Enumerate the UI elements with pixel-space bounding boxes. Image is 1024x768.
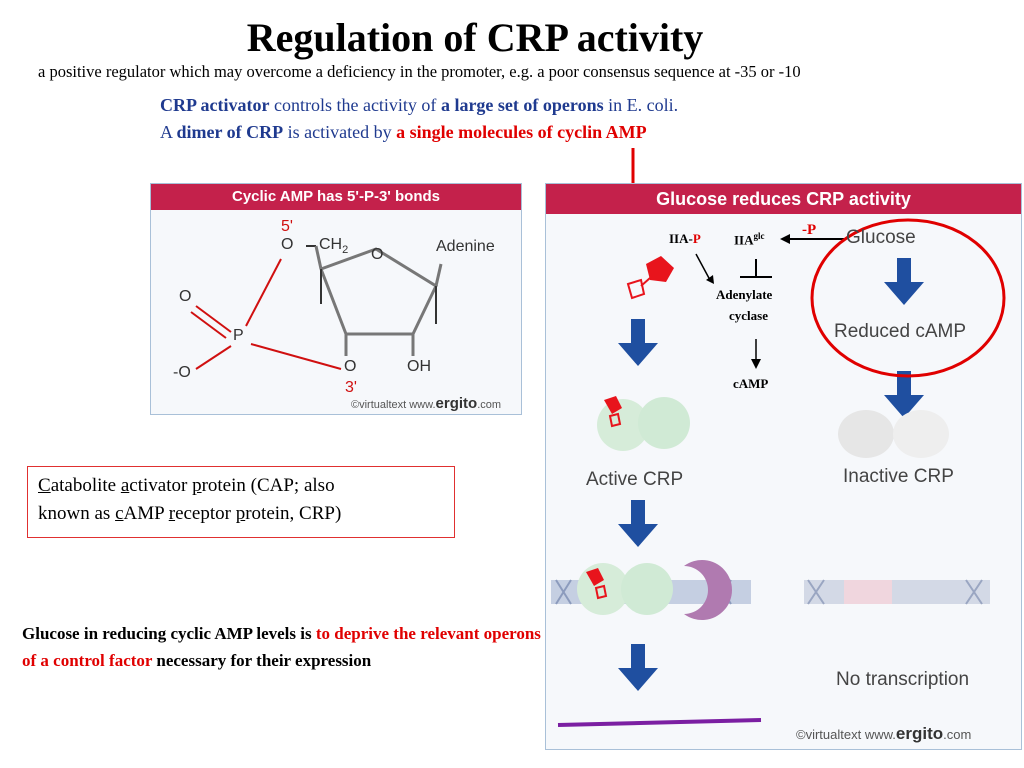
- ring-oxygen-label: O: [371, 246, 384, 263]
- hydroxyl-label: OH: [407, 358, 431, 375]
- iia-glc-label: IIAglc: [734, 231, 765, 248]
- active-crp-label: Active CRP: [586, 469, 684, 490]
- cyclic-amp-header: Cyclic AMP has 5'-P-3' bonds: [151, 184, 521, 210]
- ch2-label: CH2: [319, 236, 349, 257]
- intro-text: in E. coli.: [603, 95, 679, 115]
- no-transcription-label: No transcription: [836, 669, 970, 690]
- three-oxygen-label: O: [344, 358, 357, 375]
- crp-activator-text: CRP activator: [160, 95, 270, 115]
- intro-text: controls the activity of: [269, 95, 441, 115]
- subtitle: a positive regulator which may overcome …: [38, 62, 801, 81]
- reduced-camp-label: Reduced cAMP: [834, 321, 967, 342]
- intro-line-1: CRP activator controls the activity of a…: [160, 95, 678, 116]
- glucose-header: Glucose reduces CRP activity: [546, 184, 1021, 214]
- cap-definition-box: Catabolite activator protein (CAP; also …: [27, 466, 455, 538]
- camp-molecule-icon: [626, 256, 674, 300]
- adenylate-label: Adenylate: [716, 287, 773, 302]
- glucose-panel: Glucose reduces CRP activity: [545, 183, 1022, 750]
- cyclic-amp-structure: [190, 245, 443, 370]
- cap-line-1: Catabolite activator protein (CAP; also: [38, 475, 335, 496]
- cap-line-2: known as cAMP receptor protein, CRP): [38, 503, 342, 524]
- copyright-text: ©virtualtext www.ergito.com: [351, 395, 502, 412]
- oxygen-label: O: [281, 236, 294, 253]
- double-oxygen-label: O: [179, 288, 192, 305]
- minus-p-label: -P: [802, 222, 817, 238]
- intro-text: is activated by: [283, 122, 397, 142]
- operons-text: a large set of operons: [440, 95, 604, 115]
- intro-text: A: [160, 122, 177, 142]
- negative-oxygen-label: -O: [173, 364, 191, 381]
- copyright-text: ©virtualtext www.ergito.com: [796, 724, 972, 743]
- highlight-ellipse: [810, 218, 1006, 378]
- five-prime-label: 5': [281, 218, 293, 235]
- cyclase-label: cyclase: [729, 308, 768, 323]
- phosphorus-label: P: [233, 327, 244, 344]
- adenine-label: Adenine: [436, 238, 495, 255]
- intro-line-2: A dimer of CRP is activated by a single …: [160, 122, 647, 143]
- cyclic-amp-panel: Cyclic AMP has 5'-P-3' bonds 5' O CH2 O …: [150, 183, 522, 415]
- page-title: Regulation of CRP activity: [246, 15, 704, 60]
- glucose-label: Glucose: [846, 227, 916, 248]
- camp-highlight-text: a single molecules of cyclin AMP: [396, 122, 647, 142]
- three-prime-label: 3': [345, 379, 357, 396]
- dimer-text: dimer of CRP: [176, 122, 284, 142]
- inactive-crp-label: Inactive CRP: [843, 466, 954, 487]
- conclusion-text: Glucose in reducing cyclic AMP levels is…: [22, 624, 541, 670]
- iia-p-label: IIA-P: [669, 231, 701, 246]
- camp-label: cAMP: [733, 376, 769, 391]
- glucose-diagram: [551, 234, 990, 727]
